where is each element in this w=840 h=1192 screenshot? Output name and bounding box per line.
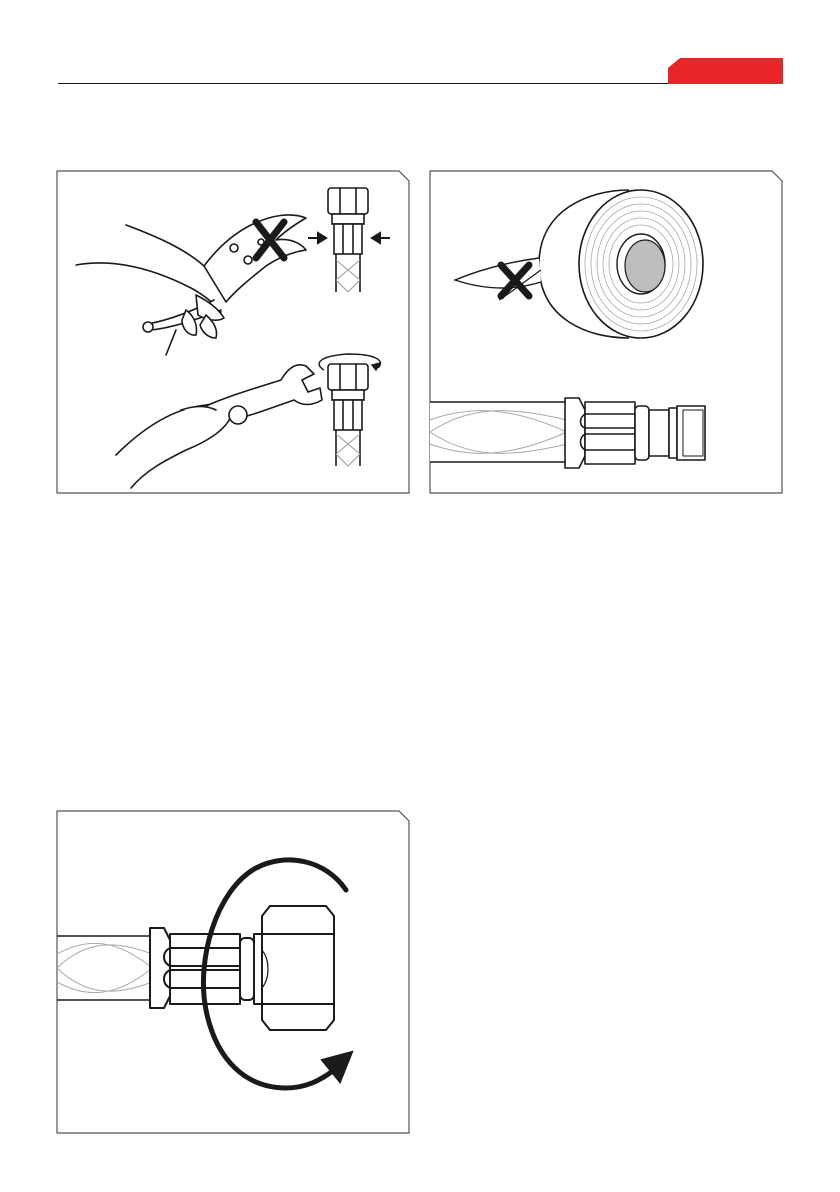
illustration-panel-turn	[56, 810, 410, 1134]
illustration-panel-tools	[56, 170, 410, 494]
illustration-panel-tape	[429, 170, 783, 494]
section-tab	[668, 58, 783, 84]
